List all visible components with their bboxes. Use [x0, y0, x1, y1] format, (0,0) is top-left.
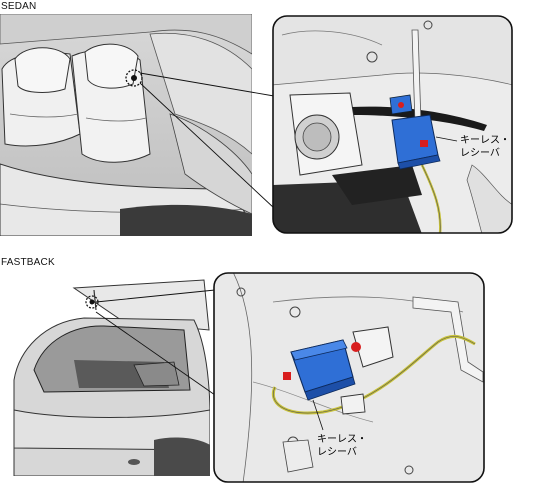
sedan-detail-panel: [272, 15, 513, 234]
sedan-callout-line-2: レシーバ: [460, 148, 500, 159]
fastback-callout-line-1: キーレス・: [317, 434, 367, 445]
fastback-keyless-receiver-callout: キーレス・ レシーバ: [317, 433, 367, 459]
fastback-callout-line-2: レシーバ: [317, 447, 357, 458]
sedan-callout-line-1: キーレス・: [460, 135, 510, 146]
sedan-overview-illustration: [0, 14, 252, 236]
sedan-keyless-receiver-callout: キーレス・ レシーバ: [460, 134, 510, 160]
sedan-section-label: SEDAN: [1, 1, 37, 12]
fastback-section-label: FASTBACK: [1, 257, 55, 268]
